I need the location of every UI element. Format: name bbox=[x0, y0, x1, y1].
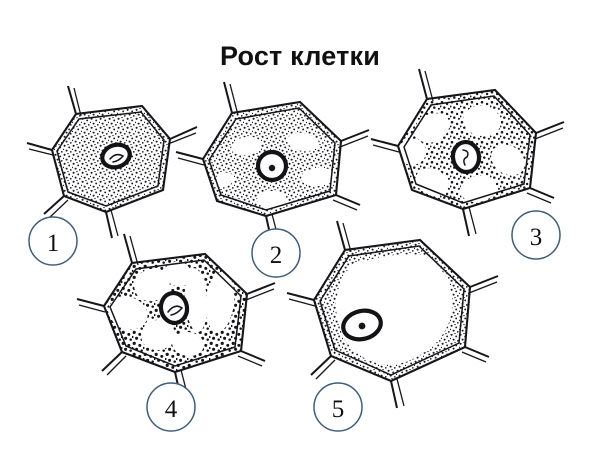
diagram-title: Рост клетки bbox=[220, 41, 380, 71]
label-5-text: 5 bbox=[332, 396, 345, 423]
label-5-circle[interactable] bbox=[313, 382, 363, 432]
cell-4-wall-outer bbox=[102, 252, 249, 374]
cell-2-wall-outer bbox=[201, 100, 343, 218]
cell-1-wall-outer bbox=[50, 104, 172, 214]
label-5[interactable]: 5 bbox=[313, 382, 363, 432]
cell-5-nucleus bbox=[341, 308, 383, 342]
label-4-text: 4 bbox=[165, 396, 178, 423]
label-2-circle[interactable] bbox=[251, 228, 301, 278]
cell-4-nucleus bbox=[158, 290, 190, 326]
cell-3-wall-spurs bbox=[370, 68, 565, 237]
label-3-text: 3 bbox=[530, 224, 543, 251]
cell-4-wall-spurs bbox=[76, 233, 276, 400]
label-1-text: 1 bbox=[47, 230, 60, 257]
cell-2-wall-inner bbox=[208, 107, 336, 211]
label-2[interactable]: 2 bbox=[251, 228, 301, 278]
cell-1-wall-spurs bbox=[26, 85, 198, 239]
cell-number-labels: 1 2 3 4 5 bbox=[28, 210, 561, 432]
cell-stage-4 bbox=[76, 233, 276, 400]
label-4[interactable]: 4 bbox=[146, 382, 196, 432]
cell-5-wall-outer bbox=[312, 238, 472, 383]
cell-3-nucleus bbox=[450, 139, 482, 175]
cell-2-vacuoles bbox=[214, 132, 335, 210]
label-2-text: 2 bbox=[270, 242, 283, 269]
cell-stage-2 bbox=[175, 81, 370, 244]
cell-4-vacuoles bbox=[108, 261, 235, 357]
label-3-circle[interactable] bbox=[511, 210, 561, 260]
cell-stage-1 bbox=[26, 85, 198, 239]
cell-stage-5 bbox=[286, 220, 499, 409]
cell-2-nucleus bbox=[255, 149, 289, 183]
cell-1-wall-inner bbox=[56, 111, 165, 207]
label-1[interactable]: 1 bbox=[28, 216, 78, 266]
cell-2-wall-spurs bbox=[175, 81, 370, 244]
cell-3-wall-outer bbox=[396, 88, 538, 211]
cell-4-wall-inner bbox=[109, 259, 242, 367]
cell-stage-3 bbox=[370, 68, 565, 237]
cell-5-wall-inner bbox=[319, 245, 465, 376]
label-3[interactable]: 3 bbox=[511, 210, 561, 260]
cell-5-wall-spurs bbox=[286, 220, 499, 409]
cell-3-wall-inner bbox=[403, 95, 531, 204]
label-1-circle[interactable] bbox=[28, 216, 78, 266]
cell-1-nucleus bbox=[100, 142, 132, 170]
label-4-circle[interactable] bbox=[146, 382, 196, 432]
cell-4-interior bbox=[104, 254, 247, 372]
